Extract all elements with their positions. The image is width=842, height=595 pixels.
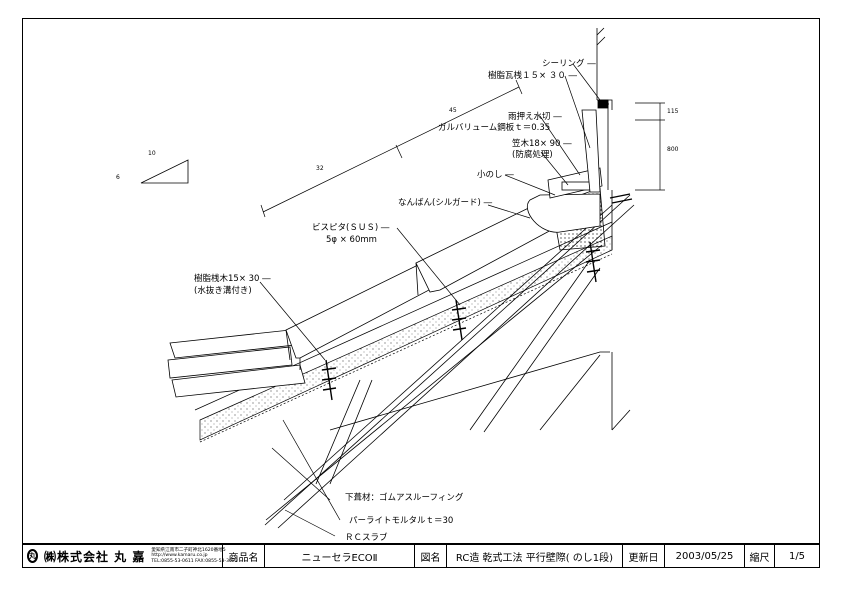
scale-value: 1/5 xyxy=(788,550,806,562)
drawing-name-label: 図名 xyxy=(415,545,447,567)
wall xyxy=(596,27,613,250)
label-screw-size: 5φ × 60mm xyxy=(326,235,377,245)
rc-slab xyxy=(264,194,635,529)
dimension-lines xyxy=(260,79,665,218)
label-kasagi: 笠木18× 90 ― xyxy=(512,139,572,149)
label-resin-batten: 樹脂桟木15× 30 ― xyxy=(194,274,271,284)
product-name: ニューセラECOⅡ xyxy=(265,545,415,567)
nanban-konoshi xyxy=(527,109,603,233)
drawing-frame xyxy=(22,18,820,544)
slope-indicator xyxy=(140,159,189,184)
company-name: ㈱株式会社 丸 嘉 xyxy=(44,549,146,564)
label-slope-rise: 6 xyxy=(116,174,120,181)
label-rc-slab: ＲＣスラブ xyxy=(345,533,388,543)
label-dim-b: 45 xyxy=(449,107,457,114)
label-sealing: シーリング ― xyxy=(542,59,596,69)
screws xyxy=(321,193,633,401)
company-logo: 丸 xyxy=(27,549,38,563)
label-slope-run: 10 xyxy=(148,150,156,157)
scale-label: 縮尺 xyxy=(745,545,775,567)
label-underlay: 下葺材：ゴムアスルーフィング xyxy=(345,493,464,503)
label-flashing: 雨押え水切 ― xyxy=(508,112,562,122)
label-kasagi-note: (防腐処理) xyxy=(512,150,553,160)
label-resin-batten-top: 樹脂瓦桟１５× ３０ ― xyxy=(488,71,578,81)
title-block: 丸 ㈱株式会社 丸 嘉 愛知県江南市二子町神北1620番地5 http://ww… xyxy=(22,544,820,568)
label-galvalume: ガルバリューム鋼板ｔ＝0.35 xyxy=(438,123,551,133)
label-dim-a: 32 xyxy=(316,165,324,172)
label-screw: ビスピタ(ＳＵＳ) ― xyxy=(312,223,390,233)
label-dim-c: 115 xyxy=(667,108,679,115)
product-label: 商品名 xyxy=(223,545,265,567)
updated-label: 更新日 xyxy=(623,545,665,567)
label-resin-batten-note: (水抜き溝付き) xyxy=(194,286,252,296)
leader-lines xyxy=(259,63,601,537)
label-dim-d: 800 xyxy=(667,146,679,153)
label-mortar: パーライトモルタルｔ＝30 xyxy=(349,516,454,526)
updated-date: 2003/05/25 xyxy=(665,545,745,567)
company-address: 愛知県江南市二子町神北1620番地5 http://www.kamaru.co.… xyxy=(151,547,238,564)
label-konoshi: 小のし ― xyxy=(477,170,514,180)
label-nanban: なんばん(シルガード) ― xyxy=(398,198,493,208)
drawing-name: RC造 乾式工法 平行壁際( のし1段) xyxy=(447,545,623,567)
company-cell: 丸 ㈱株式会社 丸 嘉 愛知県江南市二子町神北1620番地5 http://ww… xyxy=(23,545,238,567)
